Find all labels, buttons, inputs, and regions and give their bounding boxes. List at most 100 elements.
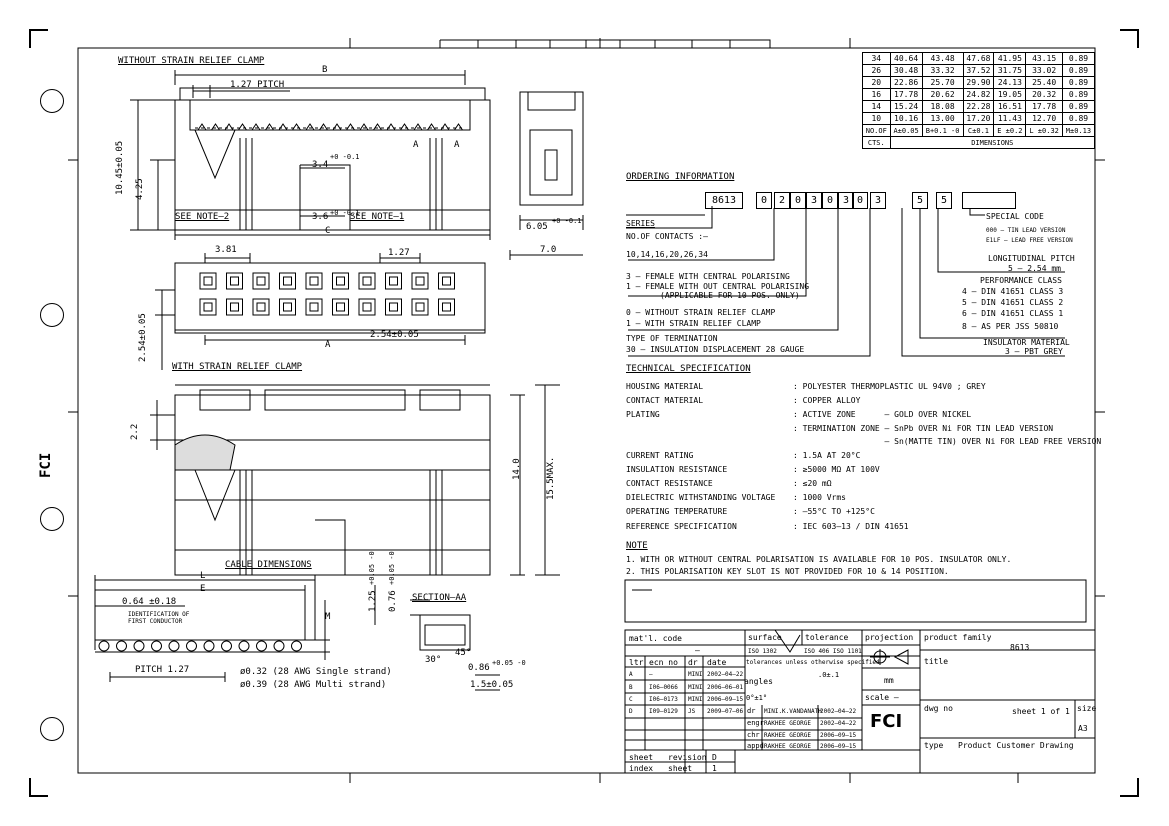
dim-6-05-tol: +0 -0.1 <box>552 217 582 225</box>
dimension-cell: 24.82 <box>962 88 995 101</box>
dim-A: A <box>325 340 331 350</box>
dimension-cell: 31.75 <box>993 64 1027 77</box>
revision-cell: I09–0129 <box>649 708 678 715</box>
tb-title: title <box>924 657 949 666</box>
dimension-cell: 0.89 <box>1061 88 1096 101</box>
cable-conductor <box>221 640 232 652</box>
ordering-perf6: 6 – DIN 41651 CLASS 1 <box>962 309 1064 318</box>
contact-tooth <box>278 123 288 131</box>
contact-tooth <box>440 123 450 131</box>
revision-cell: MINI <box>688 684 703 691</box>
pin-cavity <box>305 298 323 316</box>
dimension-header-cell: CTS. <box>862 136 891 149</box>
ordering-term-title: TYPE OF TERMINATION <box>626 334 718 343</box>
pin-cavity <box>279 272 296 290</box>
dimension-cell: 15.24 <box>889 100 923 113</box>
tech-label: OPERATING TEMPERATURE <box>626 507 728 516</box>
cable-conductor <box>116 640 127 652</box>
dimension-cell: 20.32 <box>1025 88 1063 101</box>
dim-M: M <box>325 612 331 622</box>
tb-tolerance: tolerance <box>805 633 849 642</box>
order-code-box: 3 <box>838 192 854 209</box>
tech-value: : 1.5A AT 20°C <box>793 451 861 460</box>
dimension-cell: 17.78 <box>889 88 923 101</box>
pin-contact <box>309 276 319 286</box>
view-title-without-clamp: WITHOUT STRAIN RELIEF CLAMP <box>118 56 265 66</box>
pin-cavity <box>438 298 455 316</box>
pin-contact <box>389 276 398 286</box>
tech-value: : ACTIVE ZONE – GOLD OVER NICKEL <box>793 410 972 419</box>
section-mark-a-left: A <box>413 140 419 150</box>
tb-sheet-lbl: sheet <box>629 753 654 762</box>
contact-tooth <box>454 123 463 131</box>
revision-cell: 2006–09–15 <box>707 696 744 703</box>
pin-contact <box>442 276 451 286</box>
contact-tooth <box>373 123 382 131</box>
dim-2-2: 2.2 <box>130 423 140 440</box>
dim-3-4: 3.4 <box>312 160 329 170</box>
dim-3-81: 3.81 <box>215 245 237 255</box>
order-code-box: 0 <box>790 192 806 209</box>
pin-contact <box>415 276 425 286</box>
dimension-header-cell: C±0.1 <box>962 124 995 137</box>
tech-value: : ≥5000 MΩ AT 100V <box>793 465 880 474</box>
pin-contact <box>283 302 292 312</box>
pin-cavity <box>411 298 429 316</box>
ordering-special1: 000 – TIN LEAD VERSION <box>986 227 1066 234</box>
ordering-title: ORDERING INFORMATION <box>626 172 735 182</box>
tb-surface: surface <box>748 633 782 642</box>
revision-header-cell: dr <box>688 658 698 667</box>
id-conductor-2: FIRST CONDUCTOR <box>128 618 183 625</box>
order-code-box <box>962 192 1016 209</box>
tech-label: CURRENT RATING <box>626 451 694 460</box>
contact-tooth <box>265 123 274 131</box>
pin-cavity <box>358 272 376 290</box>
signature-cell: appd <box>747 742 764 750</box>
tech-value: : COPPER ALLOY <box>793 396 861 405</box>
ordering-long-pitch: LONGITUDINAL PITCH <box>988 254 1075 263</box>
pin-cavity <box>279 298 296 316</box>
order-code-box: 3 <box>870 192 886 209</box>
dim-15-5: 15.5MAX. <box>546 456 556 500</box>
tech-value: : POLYESTER THERMOPLASTIC UL 94V0 ; GREY <box>793 382 986 391</box>
tb-angles-v: 0°±1° <box>746 694 768 702</box>
dimension-cell: 0.89 <box>1061 76 1096 89</box>
dimension-header-cell: L ±0.32 <box>1025 124 1063 137</box>
tb-matl: mat'l. code <box>629 634 682 643</box>
contact-tooth <box>400 123 409 131</box>
pin-contact <box>203 302 213 312</box>
pin-contact <box>336 276 345 286</box>
punch-hole <box>40 89 64 113</box>
awg-multi: ø0.39 (28 AWG Multi strand) <box>240 680 387 690</box>
dim-4-25: 4.25 <box>135 178 145 200</box>
section-mark-a-right: A <box>454 140 460 150</box>
pin-cavity <box>332 272 349 290</box>
pin-contact <box>230 302 239 312</box>
contact-tooth <box>386 123 396 131</box>
ordering-contacts: NO.OF CONTACTS :– <box>626 232 708 241</box>
tb-scale: scale – <box>865 693 899 702</box>
tech-label: HOUSING MATERIAL <box>626 382 704 391</box>
contact-tooth <box>238 123 247 131</box>
revision-header-cell: date <box>707 658 727 667</box>
tech-title: TECHNICAL SPECIFICATION <box>626 364 751 374</box>
signature-cell: 2006–09–15 <box>820 743 857 750</box>
pin-contact <box>230 276 239 286</box>
notes-title: NOTE <box>626 541 648 551</box>
order-code-box: 8613 <box>705 192 743 209</box>
cable-conductor <box>238 640 250 652</box>
punch-hole <box>40 507 64 531</box>
tech-label: INSULATION RESISTANCE <box>626 465 728 474</box>
cable-conductor <box>291 640 302 652</box>
dim-pitch: 1.27 PITCH <box>230 80 285 90</box>
dimension-cell: 29.90 <box>962 76 995 89</box>
contact-tooth <box>305 123 315 131</box>
pin-contact <box>389 302 398 312</box>
dim-14-0: 14.0 <box>512 458 522 480</box>
